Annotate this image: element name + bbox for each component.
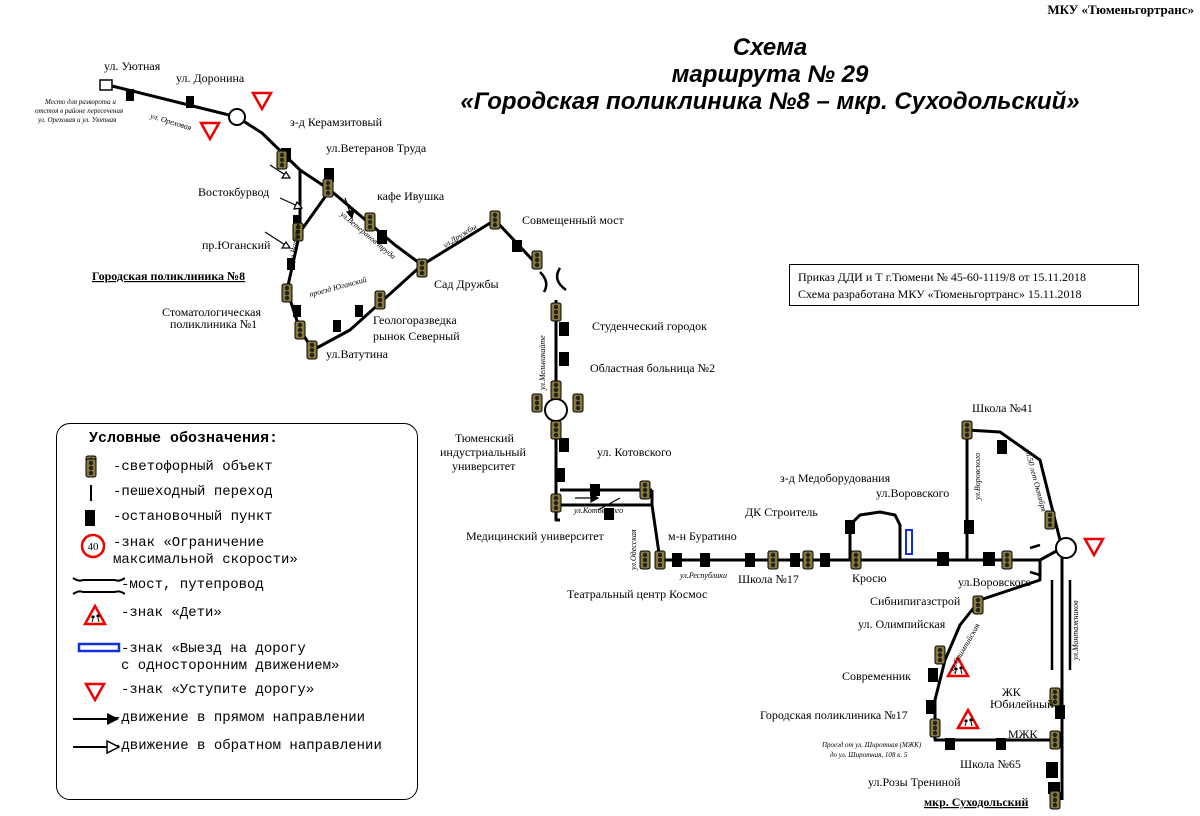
stop-dk: ДК Строитель — [745, 505, 818, 519]
stop-vorovskogo-top: ул.Воровского — [876, 486, 949, 500]
organization-name: МКУ «Тюменьгортранс» — [1047, 2, 1194, 17]
title-line-3: «Городская поликлиника №8 – мкр. Суходол… — [460, 88, 1080, 115]
roundabout-east — [1055, 537, 1077, 559]
stop-veteranov: ул.Ветеранов Труда — [326, 141, 427, 155]
stop-rynok: рынок Северный — [373, 329, 460, 343]
legend-item-kids: -знак «Дети» — [57, 602, 419, 626]
street-ugansky: проезд Юганский — [308, 275, 367, 299]
legend-item-traffic-light: -светофорный объект — [57, 456, 419, 480]
bridge-icon — [72, 577, 125, 595]
order-line-2: Схема разработана МКУ «Тюменьгортранс» 1… — [798, 287, 1082, 301]
stop-meduni: Медицинский университет — [466, 529, 605, 543]
street-kotovskogo: ул.Котовского — [573, 506, 623, 515]
stop-mzhk: МЖК — [1008, 727, 1038, 741]
street-montazhnikov: ул.Монтажников — [1071, 600, 1080, 661]
stop-school41: Школа №41 — [972, 401, 1033, 415]
legend: Условные обозначения: -светофорный объек… — [56, 423, 418, 800]
legend-item-one-way: -знак «Выезд на дорогу с односторонним д… — [57, 638, 419, 678]
traffic-light-icon — [85, 458, 97, 478]
legend-item-bridge: -мост, путепровод — [57, 574, 419, 598]
turnaround-note-1: Место для разворота и — [44, 98, 116, 106]
stop-buratino: м-н Буратино — [668, 529, 737, 543]
order-line-1: Приказ ДДИ и Т г.Тюмени № 45-60-1119/8 о… — [798, 270, 1086, 284]
stop-school17: Школа №17 — [738, 572, 799, 586]
roundabout-center — [544, 398, 568, 422]
street-druzhby: ул.Дружбы — [440, 222, 478, 251]
legend-item-reverse: -движение в обратном направлении — [57, 735, 419, 759]
speed-limit-icon: 40 — [80, 533, 105, 559]
stop-doronina: ул. Доронина — [176, 71, 245, 85]
bridge-symbols — [539, 267, 1072, 670]
stop-sukhodolsky: мкр. Суходольский — [924, 795, 1028, 809]
legend-item-forward: -движение в прямом направлении — [57, 707, 419, 731]
stop-vatutina: ул.Ватутина — [326, 347, 389, 361]
street-orehovaya: ул. Ореховая — [148, 111, 193, 132]
bus-stop-icon — [85, 510, 95, 526]
stop-labels: ул. Уютная ул. Доронина з-д Керамзитовый… — [92, 59, 1054, 809]
legend-title: Условные обозначения: — [89, 430, 279, 447]
proezd-line1: Проезд от ул. Широтная (МЖК) — [821, 741, 922, 749]
stop-sibnipi: Сибнипигазстрой — [870, 594, 961, 608]
stop-keramzit: з-д Керамзитовый — [290, 115, 383, 129]
street-melnikayte: ул.Мельникайте — [538, 335, 547, 391]
legend-item-yield: -знак «Уступите дорогу» — [57, 679, 419, 703]
stop-poly17: Городская поликлиника №17 — [760, 708, 908, 722]
title-line-2: маршрута № 29 — [671, 61, 869, 88]
street-respubliki: ул.Республики — [679, 571, 727, 580]
stop-roza: ул.Розы Трениной — [868, 775, 961, 789]
title-line-1: Схема — [732, 34, 808, 61]
stop-teatr: Театральный центр Космос — [567, 587, 707, 601]
turnaround-note-3: ул. Ореховая и ул. Уютная — [37, 116, 116, 124]
one-way-exit-sign-icon — [77, 642, 121, 653]
reverse-arrow-icon — [73, 739, 121, 755]
stop-tiu-3: университет — [452, 459, 516, 473]
stop-vorovskogo-bottom: ул.Воровского — [958, 575, 1031, 589]
forward-arrow-icon — [73, 713, 119, 725]
legend-item-speed: 40 -знак «Ограничение максимальной скоро… — [57, 532, 419, 572]
stop-jubilee-2: Юбилейный — [990, 697, 1054, 711]
stop-geolog: Геологоразведка — [373, 313, 457, 327]
legend-item-stop: -остановочный пункт — [57, 506, 419, 530]
page-title: Схема маршрута № 29 «Городская поликлини… — [400, 34, 1140, 115]
stop-tiu-2: индустриальный — [440, 445, 526, 459]
svg-text:40: 40 — [88, 541, 100, 553]
stop-kotovskogo: ул. Котовского — [597, 445, 672, 459]
stop-jubilee-1: ЖК — [1002, 685, 1022, 699]
bus-stops — [126, 89, 1065, 794]
signs — [199, 91, 1105, 730]
stop-stomat-1: Стоматологическая — [162, 305, 261, 319]
stop-poly8: Городская поликлиника №8 — [92, 269, 245, 283]
stop-uyutnaya: ул. Уютная — [104, 59, 161, 73]
children-sign-icon — [83, 604, 107, 626]
yield-sign-icon — [84, 682, 106, 702]
proezd-line2: до ул. Широтная, 108 к. 5 — [830, 751, 908, 759]
direction-arrows — [264, 164, 621, 511]
roundabout-west — [228, 108, 246, 126]
stop-ugansky: пр.Юганский — [202, 238, 271, 252]
street-odesskaya: ул.Одесская — [629, 529, 638, 571]
stop-sad: Сад Дружбы — [434, 277, 499, 291]
stop-medobor: з-д Медоборудования — [780, 471, 891, 485]
turnaround-note-2: отстоя в районе пересечения — [35, 107, 123, 115]
stop-krosyu: Кросю — [852, 571, 887, 585]
stop-student: Студенческий городок — [592, 319, 707, 333]
street-vorovskogo: ул.Воровского — [973, 453, 982, 501]
stop-vostokburvod: Востокбурвод — [198, 185, 269, 199]
order-box: Приказ ДДИ и Т г.Тюмени № 45-60-1119/8 о… — [789, 264, 1139, 306]
stop-bolnitsa: Областная больница №2 — [590, 361, 715, 375]
stop-stomat-2: поликлиника №1 — [170, 317, 257, 331]
stop-most: Совмещенный мост — [522, 213, 624, 227]
stop-kafe: кафе Ивушка — [377, 189, 445, 203]
turnaround-box — [99, 79, 113, 91]
legend-item-crossing: -пешеходный переход — [57, 481, 419, 505]
stop-school65: Школа №65 — [960, 757, 1021, 771]
pedestrian-crossing-icon — [90, 485, 92, 501]
stop-olimpiyskaya: ул. Олимпийская — [858, 617, 946, 631]
stop-tiu-1: Тюменский — [455, 431, 514, 445]
stop-sovremennik: Современник — [842, 669, 911, 683]
